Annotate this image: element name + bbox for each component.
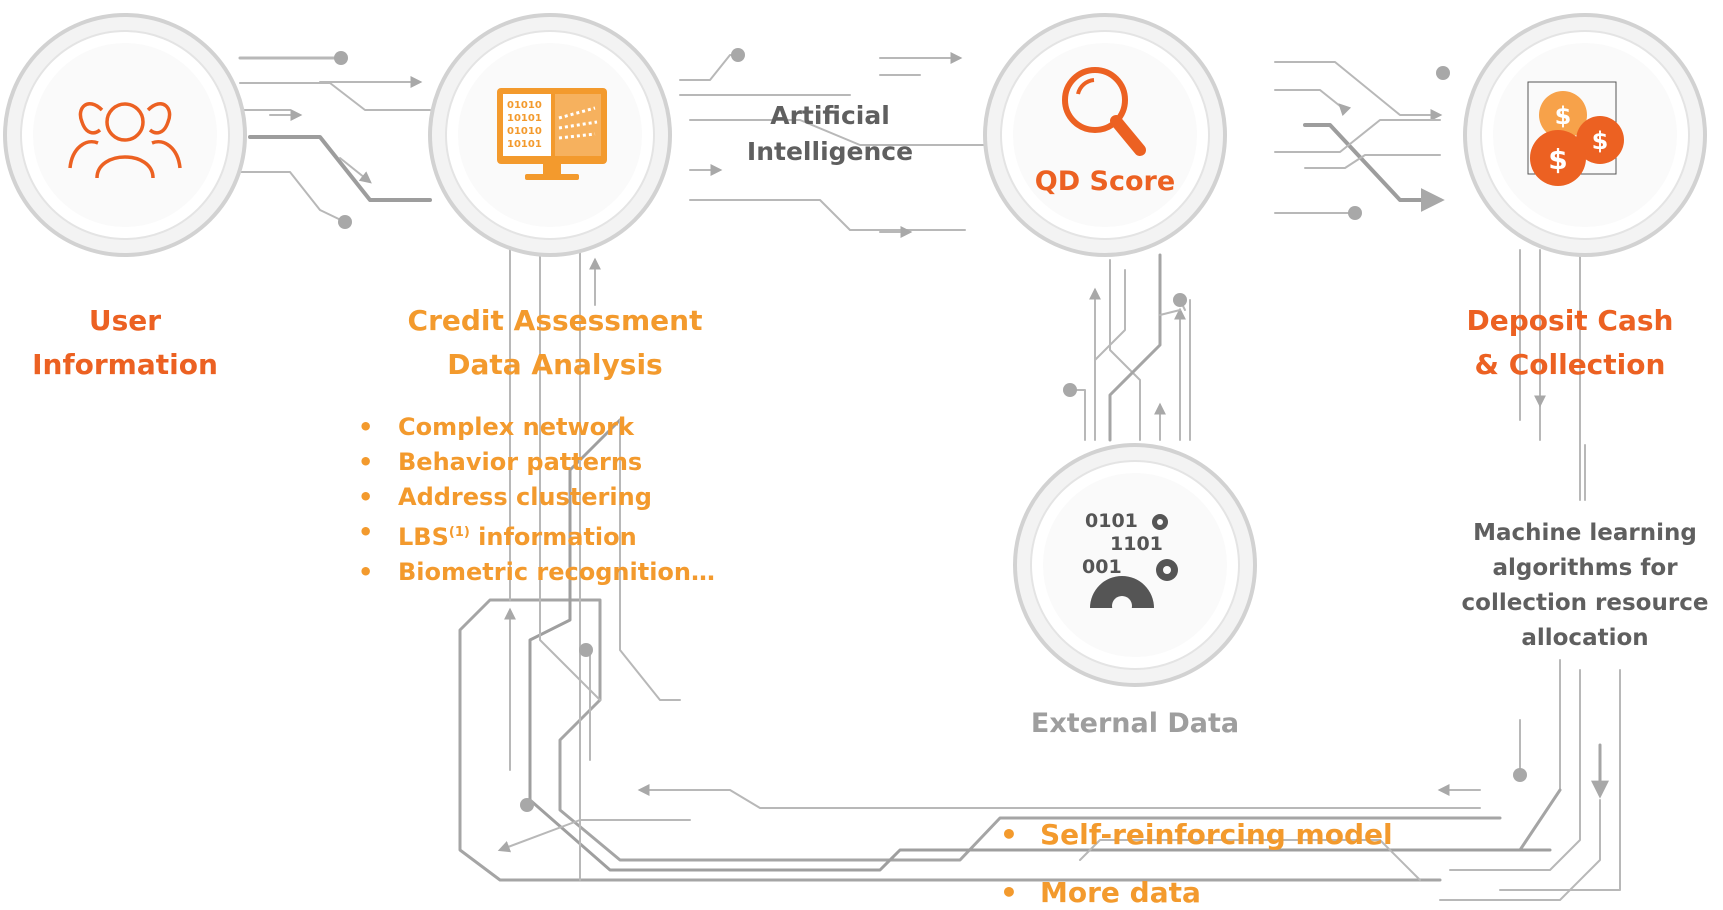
wire-qd-dep-3 — [1303, 123, 1445, 212]
node-external-data: 0101 1101 001 — [1010, 440, 1260, 690]
label-line-2: algorithms for — [1492, 555, 1678, 581]
wire-qd-ext-4 — [1108, 253, 1162, 442]
qd-score-label: QD Score — [1034, 166, 1176, 197]
ai-connector-label: Artificial Intelligence — [740, 98, 920, 170]
node-ring — [1013, 443, 1257, 687]
magnifier-icon — [1062, 67, 1146, 156]
bullet-item: Behavior patterns — [358, 445, 715, 480]
wire-credit-qd-5 — [689, 199, 966, 231]
deposit-cash-label: Deposit Cash & Collection — [1445, 299, 1695, 387]
label-line-1: Artificial — [770, 101, 890, 130]
svg-text:$: $ — [1548, 143, 1567, 176]
dollar-coins-icon: $ $ $ — [1527, 81, 1624, 186]
label-line-2: Information — [32, 348, 218, 381]
wire-user-credit-4 — [248, 135, 432, 202]
wire-qd-ext-3 — [1094, 269, 1126, 441]
label-line-2: & Collection — [1474, 348, 1666, 381]
label-line-2: Data Analysis — [447, 348, 663, 381]
wire-qd-dep-4 — [1274, 119, 1441, 153]
wire-user-credit-8 — [339, 157, 372, 184]
binary-line-1: 0101 — [1085, 510, 1138, 532]
wire-qd-dep-1 — [1274, 61, 1443, 121]
binary-row: 10101 — [507, 139, 542, 150]
wire-endpoints — [334, 48, 1527, 812]
node-ring — [983, 13, 1227, 257]
label-line-4: allocation — [1521, 625, 1649, 651]
binary-row: 01010 — [507, 126, 542, 137]
label-line-1: Machine learning — [1473, 520, 1697, 546]
wire-qd-ext-6 — [1069, 389, 1086, 441]
wire-user-credit-5 — [239, 171, 346, 223]
gears-binary-icon: 0101 1101 001 — [1082, 510, 1178, 616]
node-user-information — [0, 10, 250, 260]
binary-line-2: 1101 — [1110, 533, 1163, 555]
wire-qd-dep-6 — [1304, 154, 1441, 169]
wire-qd-dep-2 — [1274, 89, 1352, 117]
svg-text:$: $ — [1555, 102, 1572, 130]
wire-loop-6 — [497, 819, 691, 853]
feedback-item-self-reinforcing: Self-reinforcing model — [1000, 806, 1393, 864]
lbs-footnote: (1) — [448, 525, 470, 540]
node-deposit-cash: $ $ $ — [1460, 10, 1710, 260]
label-line-1: Credit Assessment — [407, 304, 703, 337]
wire-dep-12 — [1439, 799, 1601, 901]
wire-qd-ext-8 — [1159, 309, 1181, 316]
node-credit-assessment: 01010 10101 01010 10101 — [425, 10, 675, 260]
label-line-2: Intelligence — [746, 137, 914, 166]
label-line-3: collection resource — [1461, 590, 1709, 616]
wire-user-credit-2 — [239, 82, 431, 111]
bullet-item: Complex network — [358, 410, 715, 445]
feedback-item-more-data: More data — [1000, 864, 1393, 910]
binary-row: 01010 — [507, 100, 542, 111]
ml-connector-label: Machine learning algorithms for collecti… — [1440, 516, 1723, 656]
lbs-text: information — [478, 523, 637, 551]
binary-line-3: 001 — [1082, 556, 1122, 578]
binary-row: 10101 — [507, 113, 542, 124]
feedback-bullets: Self-reinforcing model More data — [1000, 806, 1393, 910]
label-line-1: Deposit Cash — [1466, 304, 1674, 337]
user-information-label: User Information — [20, 299, 230, 387]
svg-text:$: $ — [1592, 127, 1609, 155]
bullet-item-lbs: LBS(1) information — [358, 515, 715, 555]
users-icon — [68, 102, 182, 179]
wire-dep-11 — [1499, 669, 1621, 891]
node-ring — [3, 13, 247, 257]
lbs-prefix: LBS — [398, 523, 449, 551]
credit-assessment-label: Credit Assessment Data Analysis — [395, 299, 715, 387]
computer-data-icon: 01010 10101 01010 10101 — [497, 88, 607, 180]
wire-dep-9 — [1449, 669, 1581, 871]
wire-qd-ext-2 — [1109, 259, 1141, 441]
credit-bullets: Complex network Behavior patterns Addres… — [358, 410, 715, 590]
bullet-item: Address clustering — [358, 480, 715, 515]
node-qd-score: QD Score — [980, 10, 1230, 260]
label-line-1: User — [88, 304, 162, 337]
external-data-label: External Data — [1030, 708, 1240, 739]
wire-credit-qd-3 — [689, 119, 991, 146]
wire-credit-qd-2 — [679, 54, 736, 81]
bullet-item: Biometric recognition… — [358, 555, 715, 590]
